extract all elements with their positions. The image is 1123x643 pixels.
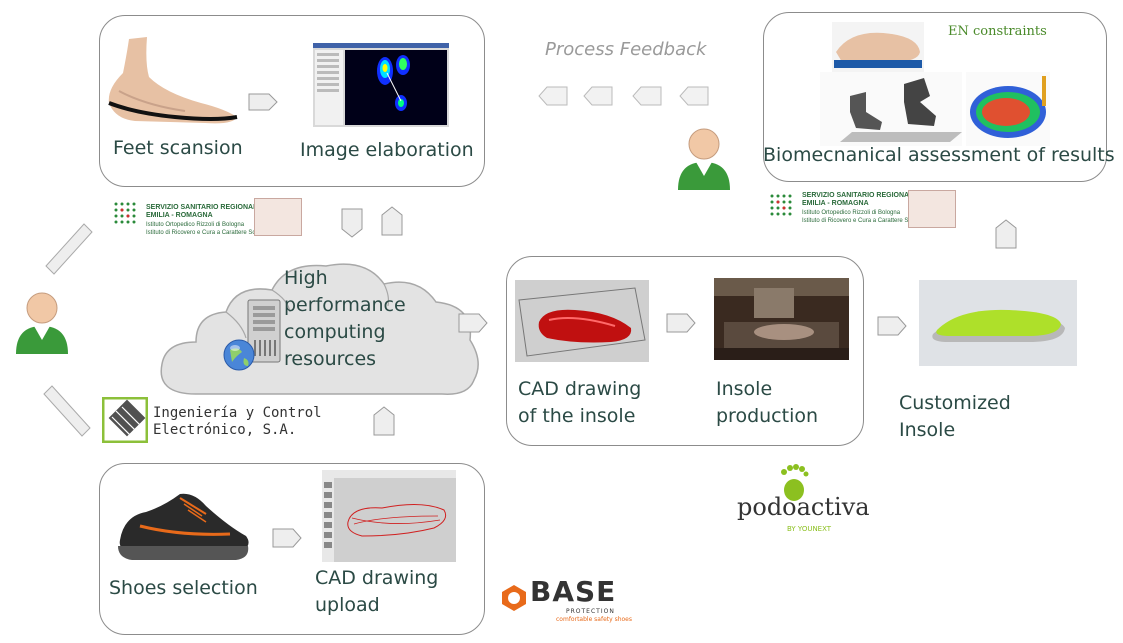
arrow-icon bbox=[583, 86, 613, 111]
en-constraints-label: EN constraints bbox=[948, 24, 1047, 39]
podoactiva-name: podoactiva bbox=[737, 493, 870, 521]
arrow-icon bbox=[666, 313, 696, 338]
test-machine-render bbox=[820, 72, 962, 146]
process-feedback-label: Process Feedback bbox=[545, 39, 707, 60]
ssr-line-1: SERVIZIO SANITARIO REGIONALE bbox=[146, 204, 263, 211]
base-sub2: comfortable safety shoes bbox=[556, 616, 633, 623]
arrow-icon bbox=[381, 206, 403, 241]
base-sub1: PROTECTION bbox=[566, 608, 615, 615]
arrow-icon bbox=[42, 384, 92, 445]
arrow-icon bbox=[248, 93, 278, 116]
ssr-line-2: EMILIA - ROMAGNA bbox=[146, 212, 213, 219]
feet-scansion-label: Feet scansion bbox=[113, 137, 243, 159]
biomech-label: Biomecnanical assessment of results bbox=[763, 144, 1115, 166]
ssr-logo-right: SERVIZIO SANITARIO REGIONALE EMILIA - RO… bbox=[768, 190, 958, 228]
arrow-icon bbox=[44, 222, 94, 281]
image-elaboration-screenshot bbox=[313, 43, 449, 127]
shoes-selection-label: Shoes selection bbox=[109, 577, 258, 599]
ssr-line-3: Istituto Ortopedico Rizzoli di Bologna bbox=[146, 222, 245, 228]
foot-insole-photo bbox=[832, 22, 924, 72]
insole-production-photo bbox=[714, 278, 849, 360]
pressure-map-render bbox=[966, 72, 1050, 146]
cad-upload-screenshot bbox=[322, 470, 456, 562]
customized-line-1: Customized bbox=[899, 392, 1011, 414]
arrow-icon bbox=[272, 528, 302, 553]
base-logo-icon bbox=[500, 584, 528, 617]
insole-prod-line-1: Insole bbox=[716, 378, 773, 400]
arrow-icon bbox=[538, 86, 568, 111]
hpc-line-2: performance bbox=[284, 294, 406, 316]
shoe-photo bbox=[110, 486, 256, 568]
globe-icon bbox=[222, 338, 256, 377]
ssr-line-4: Istituto di Ricovero e Cura a Carattere … bbox=[802, 218, 932, 224]
hpc-line-3: computing bbox=[284, 321, 386, 343]
cad-upload-line-2: upload bbox=[315, 594, 380, 616]
image-elaboration-label: Image elaboration bbox=[300, 139, 474, 161]
foot-photo bbox=[105, 33, 243, 127]
ssr-logo-left: SERVIZIO SANITARIO REGIONALE EMILIA - RO… bbox=[112, 198, 302, 238]
podoactiva-sub: BY YOUNEXT bbox=[787, 525, 832, 533]
cad-insole-line-1: CAD drawing bbox=[518, 378, 642, 400]
ssr-line-2: EMILIA - ROMAGNA bbox=[802, 200, 869, 207]
ssr-line-1: SERVIZIO SANITARIO REGIONALE bbox=[802, 192, 919, 199]
hpc-line-4: resources bbox=[284, 348, 377, 370]
user-icon bbox=[676, 126, 732, 197]
arrow-icon bbox=[632, 86, 662, 111]
arrow-icon bbox=[373, 406, 395, 441]
server-icon bbox=[246, 298, 282, 369]
ssr-line-4: Istituto di Ricovero e Cura a Carattere … bbox=[146, 230, 276, 236]
customized-line-2: Insole bbox=[899, 419, 956, 441]
podoactiva-footprint-icon bbox=[776, 462, 810, 507]
cad-insole-render bbox=[515, 280, 649, 362]
hpc-line-1: High bbox=[284, 267, 328, 289]
base-name: BASE bbox=[530, 575, 617, 608]
customized-insole-photo bbox=[919, 280, 1077, 366]
arrow-icon bbox=[877, 316, 907, 341]
ice-line-1: Ingeniería y Control bbox=[153, 405, 322, 421]
arrow-icon bbox=[995, 219, 1017, 254]
ssr-line-3: Istituto Ortopedico Rizzoli di Bologna bbox=[802, 210, 901, 216]
cad-upload-line-1: CAD drawing bbox=[315, 567, 439, 589]
cad-insole-line-2: of the insole bbox=[518, 405, 636, 427]
arrow-icon bbox=[341, 208, 363, 243]
ice-logo-icon bbox=[101, 396, 149, 448]
insole-prod-line-2: production bbox=[716, 405, 819, 427]
arrow-icon bbox=[679, 86, 709, 111]
arrow-icon bbox=[458, 313, 488, 338]
user-icon bbox=[14, 290, 70, 361]
ice-line-2: Electrónico, S.A. bbox=[153, 422, 297, 438]
